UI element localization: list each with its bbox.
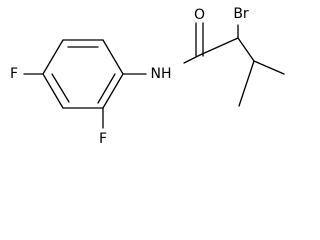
bromine-atom-label: Br [233, 6, 249, 22]
bond-ring-lower-right [102, 73, 124, 109]
bond-alpha-methine [237, 37, 255, 62]
bond-methine-methyl-right [253, 60, 285, 75]
bond-ring-lower-right-inner [97, 73, 116, 104]
bond-ring-upper-right [102, 39, 124, 75]
fluorine-top-label: F [10, 66, 18, 82]
atom-labels: O Br NH F F [10, 6, 249, 147]
bond-carbonyl-alpha [199, 37, 239, 56]
bond-methine-methyl-down [238, 60, 255, 107]
nitrogen-hydrogen-label: NH [151, 66, 172, 82]
oxygen-atom-label: O [194, 7, 205, 23]
bonds [23, 22, 285, 129]
structure-diagram: O Br NH F F [10, 6, 285, 147]
bond-ring-upper-left [42, 39, 64, 75]
bond-ring-lower-left-inner [51, 73, 70, 103]
bond-nitrogen-carbonyl [183, 54, 201, 64]
fluorine-bottom-label: F [99, 131, 107, 147]
bond-ring-lower-left [42, 73, 64, 109]
